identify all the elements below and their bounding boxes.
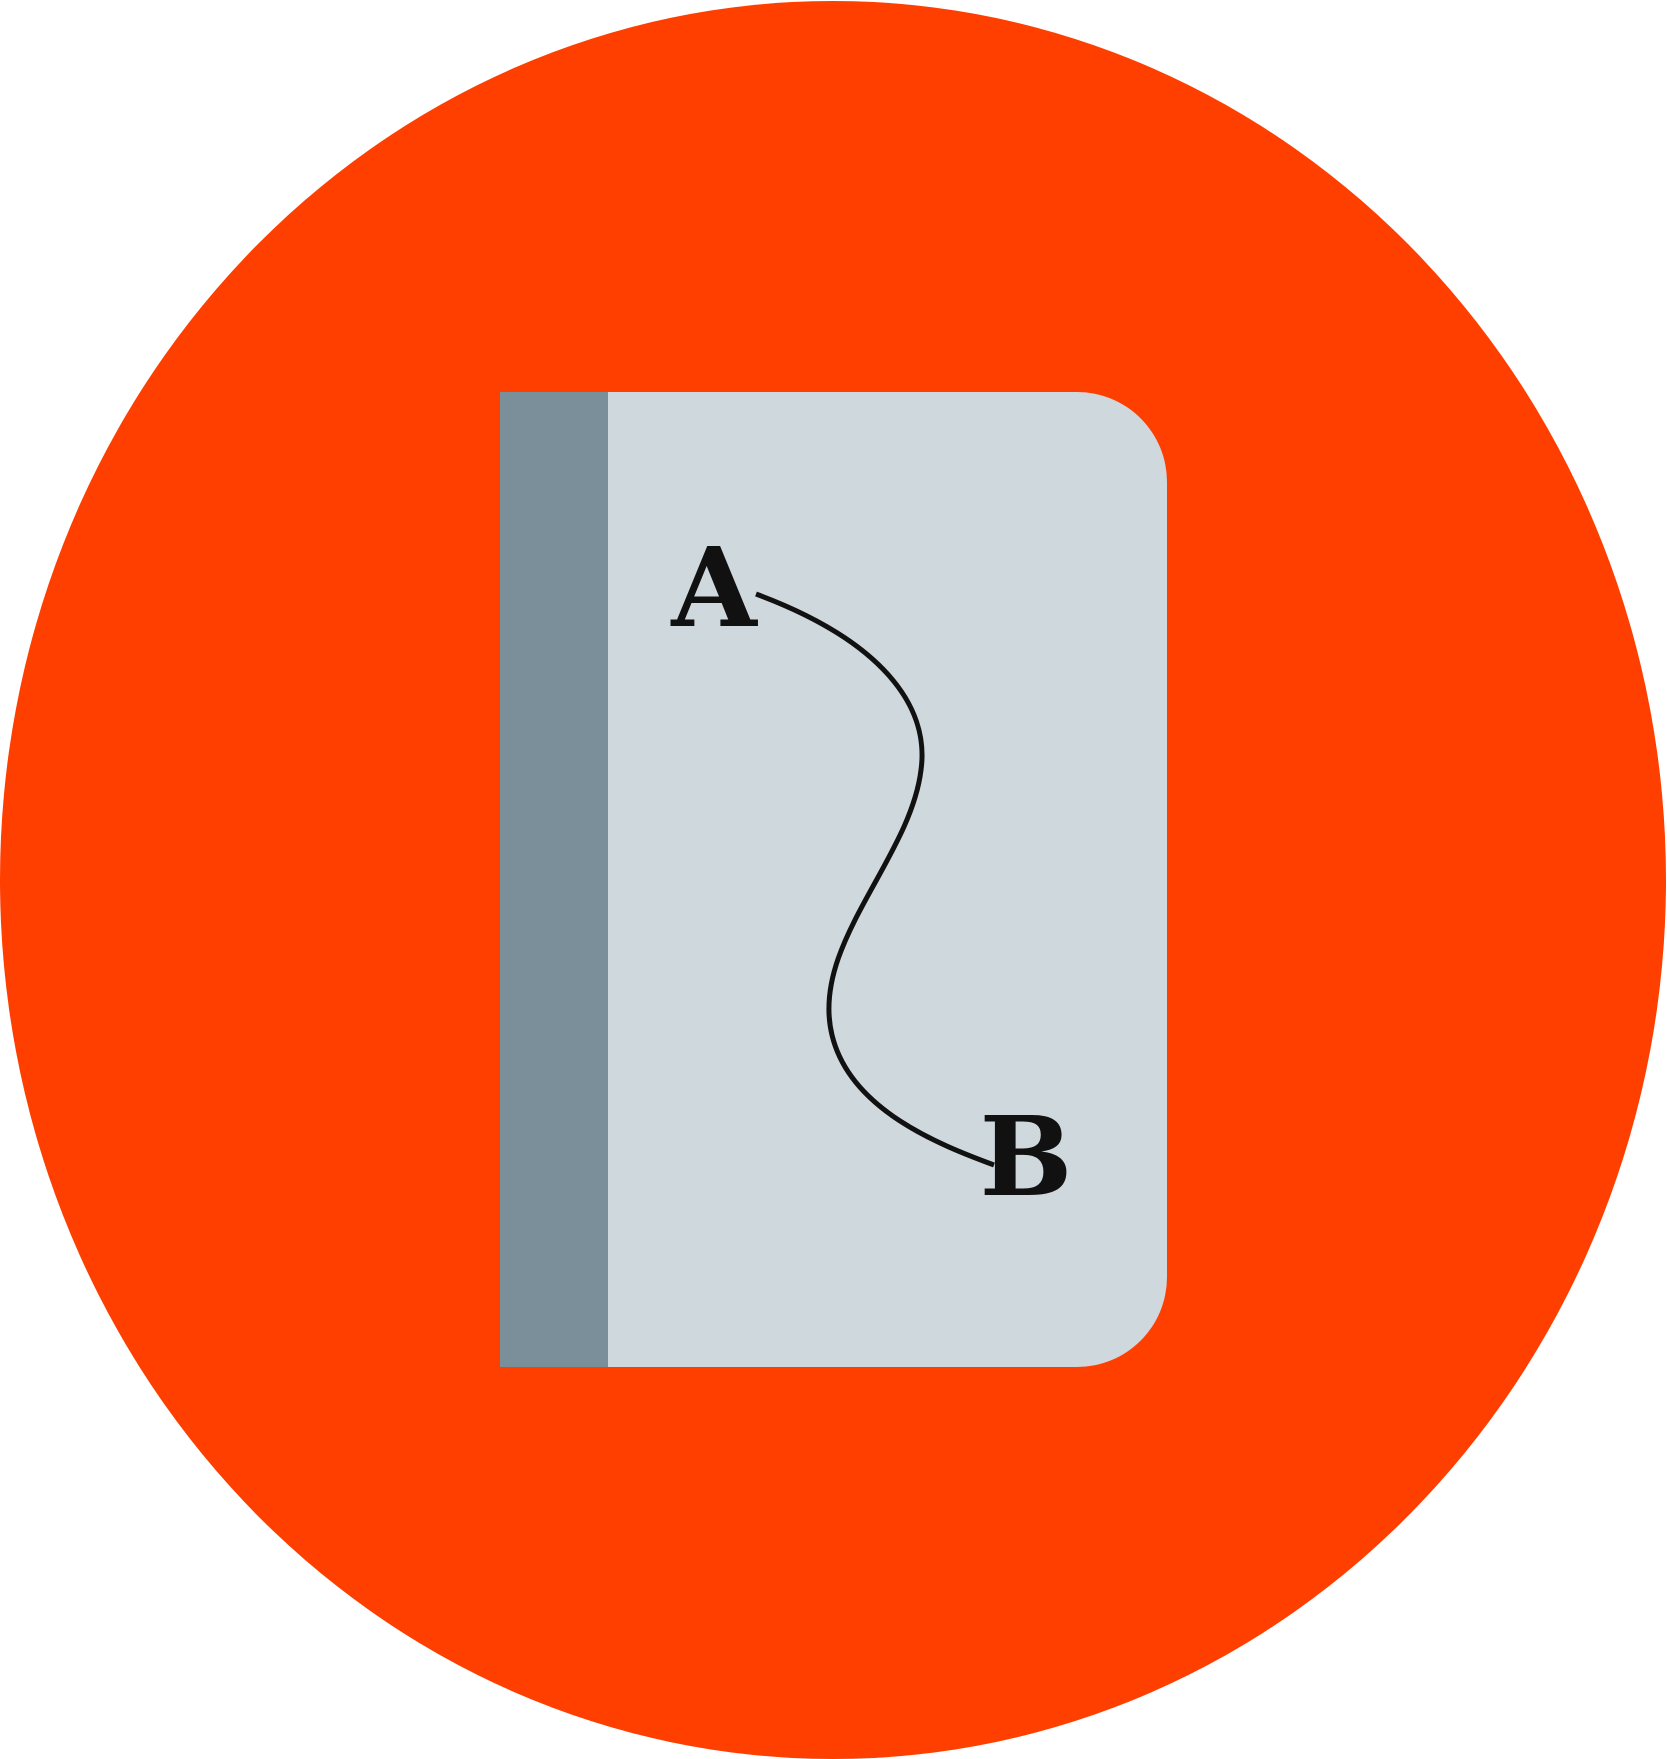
route-line	[755, 591, 995, 1168]
book-icon: A B	[500, 392, 1167, 1367]
route-end-label: B	[980, 1092, 1073, 1221]
route-start-label: A	[670, 523, 758, 652]
book-cover	[500, 392, 1167, 1367]
book-spine	[500, 392, 608, 1367]
